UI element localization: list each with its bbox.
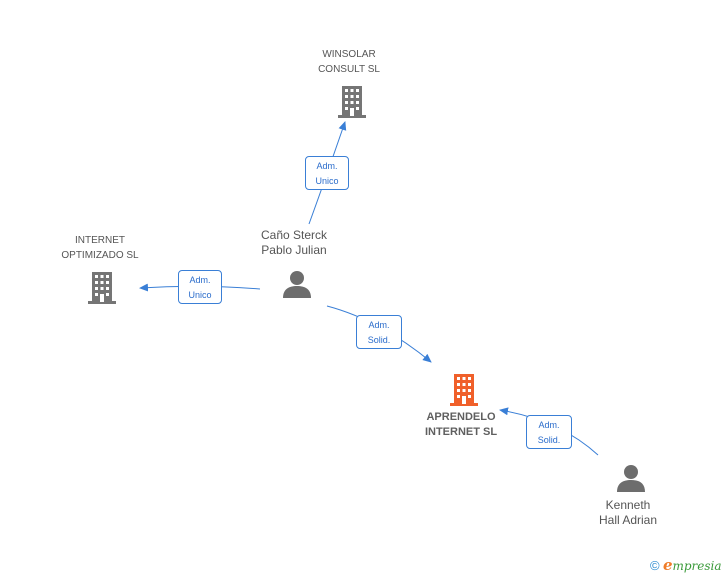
company-label-aprendelo[interactable]: APRENDELO INTERNET SL <box>424 411 498 438</box>
person-label-kenneth[interactable]: Kenneth Hall Adrian <box>598 498 658 527</box>
copyright-icon: © <box>650 558 660 573</box>
company-label-internet-optimizado[interactable]: INTERNET OPTIMIZADO SL <box>61 235 139 261</box>
role-badge-winsolar[interactable]: Adm. Unico <box>305 156 349 190</box>
role-badge-cano-aprendelo[interactable]: Adm. Solid. <box>356 315 402 349</box>
company-label-winsolar[interactable]: WINSOLAR CONSULT SL <box>318 49 380 75</box>
person-icon[interactable] <box>616 463 646 493</box>
person-label-cano-sterck[interactable]: Caño Sterck Pablo Julian <box>260 228 328 257</box>
role-badge-kenneth-aprendelo[interactable]: Adm. Solid. <box>526 415 572 449</box>
building-icon[interactable] <box>336 84 368 118</box>
building-icon[interactable] <box>86 270 118 304</box>
empresia-copyright[interactable]: © empresia <box>650 556 728 574</box>
empresia-logo: empresia <box>662 556 722 574</box>
role-badge-internet-optimizado[interactable]: Adm. Unico <box>178 270 222 304</box>
person-icon[interactable] <box>282 269 312 299</box>
building-icon-highlighted[interactable] <box>448 372 480 406</box>
